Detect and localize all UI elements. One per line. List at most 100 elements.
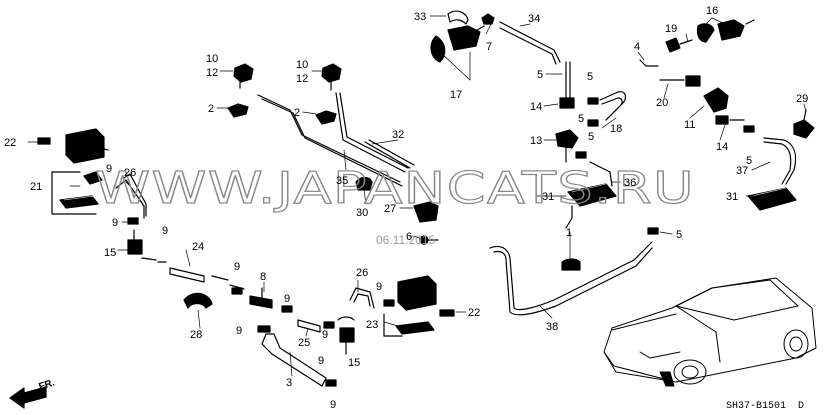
callout-30: 30 (356, 207, 368, 219)
callout-4: 4 (634, 41, 640, 53)
callout-5b: 5 (587, 71, 593, 83)
rear-nozzle-16 (696, 19, 755, 43)
watermark-text: WWW.JAPANCATS.RU (95, 163, 695, 214)
callout-2b: 2 (294, 107, 300, 119)
pipe-4-20 (639, 59, 701, 87)
callout-5e: 5 (746, 155, 752, 167)
clip-1 (561, 258, 581, 271)
hose-33 (447, 10, 469, 25)
elbow-hose-26a (115, 173, 147, 219)
callout-12b: 12 (296, 73, 308, 85)
clip-27 (399, 201, 439, 223)
callout-15b: 15 (348, 357, 360, 369)
callout-10a: 10 (206, 53, 218, 65)
callout-13: 13 (530, 135, 542, 147)
callout-9g: 9 (236, 325, 242, 337)
long-hose-38 (489, 241, 653, 316)
callout-29: 29 (796, 93, 808, 105)
callout-7: 7 (486, 41, 492, 53)
tube-25 (297, 319, 321, 333)
callout-10b: 10 (296, 59, 308, 71)
leader-lines (69, 15, 807, 377)
callout-20: 20 (656, 97, 668, 109)
reservoir-strainer-left (59, 195, 99, 209)
clip-7 (481, 13, 495, 25)
callout-32: 32 (392, 129, 404, 141)
connector-9b (127, 217, 139, 225)
date-stamp: 06.11.2015 (376, 233, 435, 247)
front-direction-arrow-icon (9, 386, 47, 409)
check-valve-13 (555, 129, 579, 163)
reservoir-strainer-right (395, 321, 435, 335)
callout-36: 36 (624, 177, 636, 189)
connector-9a (83, 171, 103, 185)
hose-3 (261, 333, 327, 387)
callout-8: 8 (260, 271, 266, 283)
callout-9c: 9 (162, 225, 168, 237)
grommet-19 (665, 37, 693, 53)
callout-2a: 2 (208, 103, 214, 115)
clip-29 (793, 109, 815, 139)
callout-22a: 22 (4, 137, 16, 149)
front-direction-label: FR. (38, 377, 57, 393)
tube-18 (599, 91, 627, 121)
callout-26b: 26 (356, 267, 368, 279)
connectors-9-center (231, 287, 337, 387)
washer-nozzle-center (311, 63, 342, 91)
callout-3: 3 (286, 377, 292, 389)
callout-21: 21 (30, 181, 42, 193)
t-joint-8 (249, 287, 273, 309)
callout-28: 28 (190, 329, 202, 341)
callout-6: 6 (406, 231, 412, 243)
callout-11: 11 (684, 119, 695, 131)
long-washer-tube-35 (257, 92, 409, 187)
callout-labels: 33 34 7 19 16 4 10 12 10 12 5 5 17 2 2 2… (4, 5, 808, 411)
callout-9a: 9 (106, 163, 112, 175)
connector-5f (647, 227, 659, 235)
joint-11-14 (703, 87, 745, 125)
pipe-upper-5-14 (559, 61, 575, 109)
connector-9e (383, 299, 395, 307)
elbow-hose-26b (349, 287, 375, 309)
callout-15a: 15 (104, 247, 116, 259)
callout-1: 1 (566, 227, 572, 239)
callout-38: 38 (546, 321, 558, 333)
pump-15a (117, 229, 143, 255)
callout-9e: 9 (376, 281, 382, 293)
callout-24: 24 (192, 241, 204, 253)
callout-5a: 5 (537, 69, 543, 81)
hose-36 (589, 161, 613, 187)
callout-31b: 31 (726, 191, 738, 203)
callout-33: 33 (414, 11, 426, 23)
callout-9j: 9 (330, 399, 336, 411)
callout-34: 34 (528, 13, 540, 25)
callout-5f: 5 (676, 229, 682, 241)
tube-segments-left (141, 257, 245, 290)
diagram-suffix: D (798, 401, 804, 412)
pump-15b (337, 316, 355, 355)
reservoir-pad-31b (747, 187, 797, 211)
tube-32 (364, 139, 415, 169)
callout-31a: 31 (542, 191, 554, 203)
rear-washer-nozzle-17 (430, 25, 485, 63)
callout-23: 23 (366, 319, 378, 331)
callout-35: 35 (336, 175, 348, 187)
tube-34 (499, 21, 561, 65)
callout-9h: 9 (322, 329, 328, 341)
callout-5c: 5 (578, 113, 584, 125)
hose-37 (763, 137, 797, 185)
callout-14b: 14 (716, 141, 728, 153)
reservoir-cover-right (397, 275, 467, 317)
callout-9b: 9 (112, 217, 118, 229)
reservoir-pad-31a (565, 183, 617, 229)
clamp-28 (183, 292, 213, 309)
callout-22b: 22 (468, 307, 480, 319)
nozzle-grommet-left (216, 103, 249, 118)
callout-19: 19 (665, 23, 677, 35)
callout-25: 25 (298, 337, 310, 349)
bracket-21 (51, 171, 97, 215)
callout-9i: 9 (318, 355, 324, 367)
callout-26a: 26 (124, 167, 136, 179)
callout-12a: 12 (206, 67, 218, 79)
